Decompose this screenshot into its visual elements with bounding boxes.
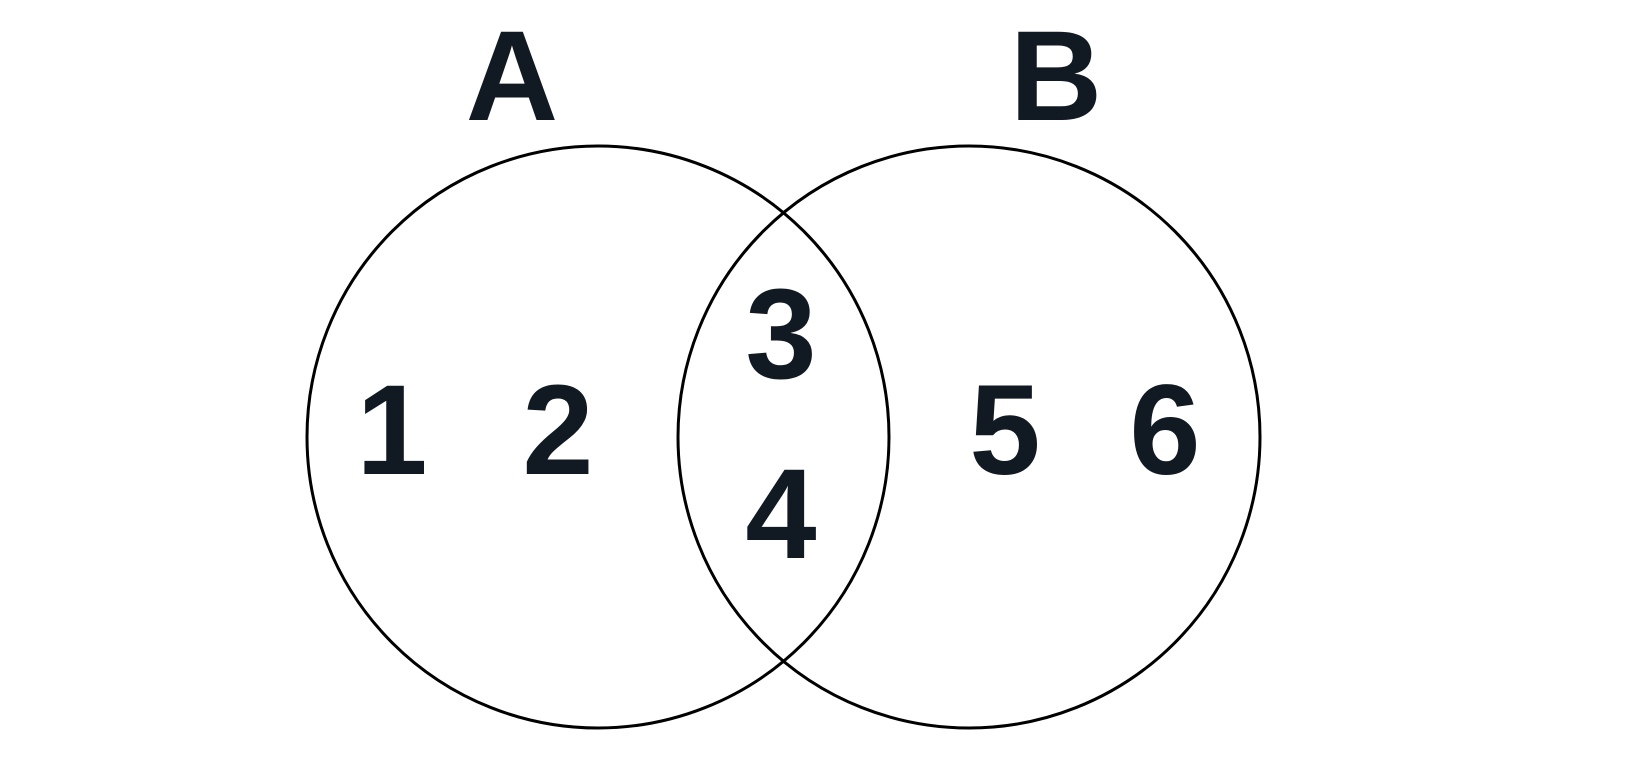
- element-2: 2: [522, 359, 593, 502]
- set-a-circle: [305, 144, 891, 730]
- set-b-circle: [676, 144, 1262, 730]
- element-6: 6: [1129, 359, 1200, 502]
- element-4: 4: [745, 443, 816, 586]
- element-5: 5: [969, 359, 1040, 502]
- set-a-label: A: [466, 5, 558, 148]
- element-1: 1: [356, 359, 427, 502]
- set-b-label: B: [1010, 5, 1102, 148]
- element-3: 3: [745, 263, 816, 406]
